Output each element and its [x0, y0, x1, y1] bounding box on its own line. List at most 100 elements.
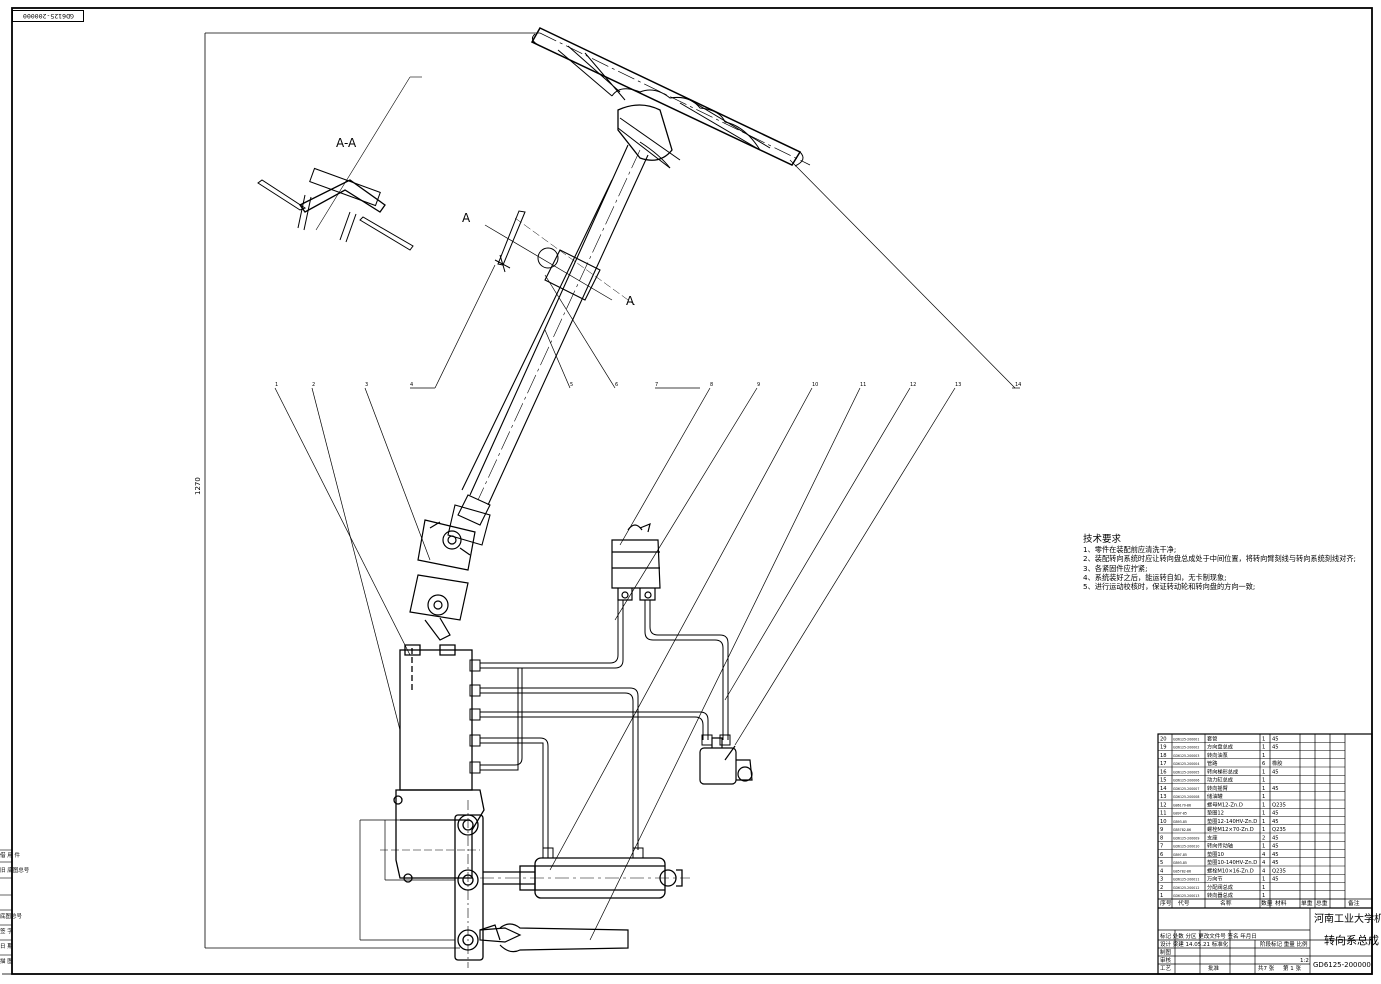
parts-cell-code: GD6125-200005: [1173, 770, 1199, 774]
parts-cell-no: 16: [1160, 769, 1167, 775]
column-bracket: [484, 210, 636, 306]
side-label-2: 底图总号: [0, 914, 23, 920]
tech-requirement-item: 1、零件在装配前应清洗干净;: [1083, 545, 1177, 554]
parts-cell-no: 9: [1160, 827, 1163, 833]
parts-cell-qty: 1: [1262, 844, 1265, 850]
parts-cell-qty: 1: [1262, 827, 1265, 833]
parts-cell-qty: 1: [1262, 753, 1265, 759]
steering-wheel: [530, 27, 811, 169]
parts-cell-no: 4: [1160, 868, 1164, 874]
parts-cell-code: GD6125-200001: [1173, 737, 1199, 741]
parts-cell-name: 转向器总成: [1207, 891, 1233, 899]
power-cylinder: [480, 857, 690, 899]
parts-cell-name: 管路: [1207, 759, 1218, 767]
drawing-border: [11, 7, 1373, 975]
parts-header-mat: 材料: [1275, 899, 1287, 907]
title-block-check: 审核: [1160, 956, 1172, 964]
parts-cell-name: 转向梯形总成: [1207, 767, 1238, 775]
balloon-number: 1: [275, 382, 278, 388]
balloon-number: 7: [655, 382, 658, 388]
height-dimension-text: 1270: [194, 477, 202, 495]
balloon-number: 11: [860, 382, 866, 388]
parts-cell-name: 垫圈12-140HV-Zn.D: [1207, 817, 1257, 825]
parts-cell-qty: 1: [1262, 736, 1265, 742]
parts-cell-mat: 45: [1272, 819, 1279, 825]
parts-header-total-wt: 总重: [1316, 899, 1328, 907]
parts-cell-code: GD6125-200008: [1173, 795, 1199, 799]
parts-cell-code: GB5782-86: [1173, 869, 1191, 873]
steering-gear-box: [380, 644, 485, 883]
parts-cell-mat: 45: [1272, 852, 1279, 858]
tech-requirement-item: 2、装配转向系统时应让转向盘总成处于中间位置，将转向臂刻线与转向系统刻线对齐;: [1083, 554, 1356, 564]
title-block-stage-label: 阶段标记 重量 比例: [1260, 940, 1308, 948]
parts-cell-qty: 1: [1262, 885, 1265, 891]
balloon-number: 13: [955, 382, 961, 388]
parts-cell-qty: 1: [1262, 819, 1265, 825]
parts-cell-no: 1: [1160, 893, 1163, 899]
left-margin-table: [0, 849, 12, 956]
parts-cell-no: 5: [1160, 860, 1163, 866]
cut-label-a-top: A: [462, 211, 471, 225]
parts-cell-no: 12: [1160, 802, 1167, 808]
parts-cell-mat: Q235: [1272, 868, 1286, 874]
gear-dimension: [359, 819, 455, 941]
parts-cell-no: 18: [1160, 753, 1167, 759]
side-label-1: 旧 底图总号: [0, 868, 30, 874]
parts-cell-mat: 45: [1272, 736, 1279, 742]
parts-cell-name: 支座: [1207, 833, 1217, 841]
parts-cell-qty: 1: [1262, 794, 1265, 800]
hydraulic-pipes: [469, 600, 731, 859]
parts-cell-mat: 45: [1272, 877, 1279, 883]
parts-cell-qty: 1: [1262, 811, 1265, 817]
parts-cell-mat: 45: [1272, 769, 1279, 775]
parts-cell-name: 方向盘总成: [1207, 743, 1233, 751]
parts-cell-no: 6: [1160, 852, 1163, 858]
parts-cell-qty: 4: [1262, 860, 1266, 866]
parts-cell-name: 垫圈12: [1207, 809, 1224, 817]
balloon-number: 14: [1015, 382, 1021, 388]
parts-cell-no: 3: [1160, 877, 1163, 883]
pitman-arm: [454, 800, 484, 968]
balloon-number: 3: [365, 382, 368, 388]
parts-cell-no: 20: [1160, 736, 1167, 742]
section-view-a-a: [257, 76, 422, 251]
universal-joint-lower: [409, 574, 469, 641]
balloon-number: 10: [812, 382, 818, 388]
parts-cell-name: 转向油泵: [1207, 751, 1228, 759]
balloon-number: 6: [615, 382, 618, 388]
parts-cell-code: GD6125-200011: [1173, 878, 1199, 882]
parts-cell-code: GD6125-200002: [1173, 746, 1199, 750]
parts-cell-qty: 1: [1262, 877, 1265, 883]
steering-column: [447, 144, 649, 546]
parts-header-note: 备注: [1348, 899, 1360, 907]
cut-label-a-bottom: A: [626, 294, 635, 308]
parts-cell-mat: 橡胶: [1272, 759, 1282, 767]
title-block-draw: 制图: [1160, 948, 1172, 956]
parts-cell-name: 万向节: [1207, 875, 1223, 883]
oil-reservoir: [611, 523, 661, 601]
title-block-total-sheets: 共7 张: [1258, 964, 1275, 972]
parts-cell-no: 11: [1160, 811, 1167, 817]
balloon-number: 12: [910, 382, 916, 388]
side-label-0: 借 用 件: [0, 853, 20, 859]
parts-cell-no: 14: [1160, 786, 1167, 792]
tech-requirements-title: 技术要求: [1083, 534, 1122, 545]
parts-cell-code: GB6170-86: [1173, 803, 1191, 807]
parts-cell-qty: 4: [1262, 852, 1266, 858]
parts-cell-name: 套管: [1207, 734, 1217, 742]
parts-cell-no: 8: [1160, 835, 1163, 841]
parts-header-unit-wt: 单重: [1301, 899, 1313, 907]
parts-cell-qty: 1: [1262, 769, 1265, 775]
parts-cell-code: GD6125-200009: [1173, 836, 1199, 840]
tech-requirement-item: 3、各紧固件应拧紧;: [1083, 563, 1148, 573]
parts-header-code: 代号: [1178, 899, 1190, 907]
parts-cell-no: 2: [1160, 885, 1163, 891]
parts-cell-qty: 4: [1262, 868, 1266, 874]
parts-cell-qty: 1: [1262, 778, 1265, 784]
height-dimension: [204, 32, 540, 949]
parts-cell-name: 动力缸总成: [1207, 776, 1233, 784]
parts-cell-code: GB97-85: [1173, 812, 1187, 816]
parts-cell-mat: 45: [1272, 860, 1279, 866]
parts-cell-no: 15: [1160, 778, 1167, 784]
